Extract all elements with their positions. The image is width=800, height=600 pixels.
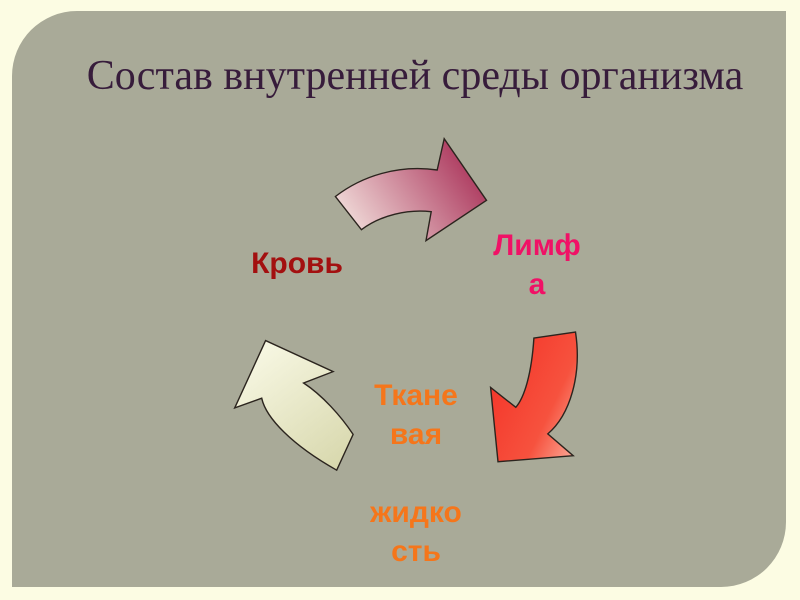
slide-title: Состав внутренней среды организма	[86, 53, 744, 99]
label-blood: Кровь	[251, 247, 343, 280]
arrow-tissue-to-blood-icon	[233, 339, 354, 472]
arrow-blood-to-lymph-icon	[334, 136, 488, 243]
slide-canvas	[12, 11, 786, 587]
label-tissue-fluid: Ткане вая жидко сть	[370, 379, 462, 568]
arrow-lymph-to-tissue-icon	[489, 331, 578, 463]
label-lymph: Лимф а	[493, 229, 581, 301]
